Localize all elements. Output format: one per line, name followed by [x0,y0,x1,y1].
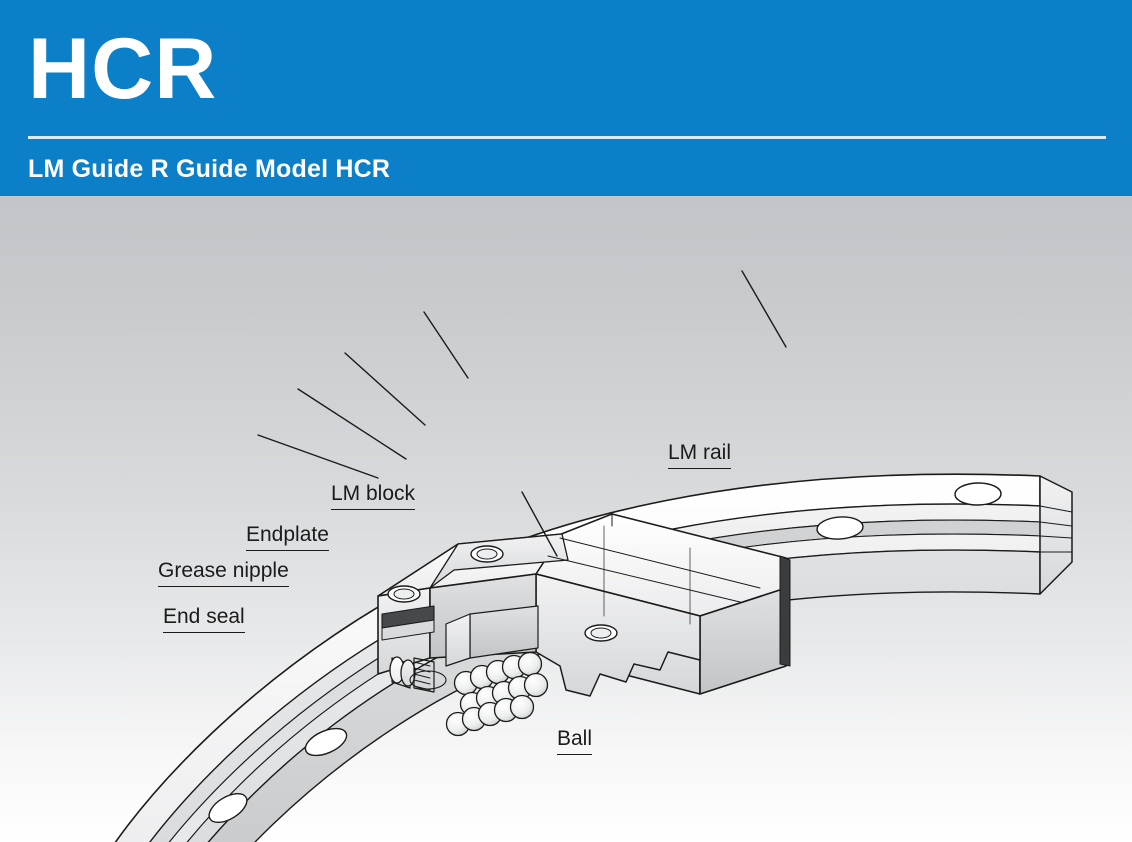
leader-grease-nipple [297,388,407,460]
end-seal-band [381,605,435,641]
ball-chain-group [445,651,549,737]
lm-guide-technical-drawing [114,270,1073,842]
callout-label-lm-rail: LM rail [668,440,732,469]
callout-label-grease-nipple: Grease nipple [158,558,289,587]
ball-row-upper [453,651,543,696]
block-mounting-holes [387,545,618,642]
page-title: HCR [28,21,218,117]
figure-area: LM rail LM block Endplate Grease nipple … [0,196,1132,842]
callout-label-endplate: Endplate [246,522,329,551]
ball-row-lower [445,694,535,737]
page-header: HCR LM Guide R Guide Model HCR [0,0,1132,196]
callout-label-lm-block: LM block [331,481,416,510]
lm-block-assembly [377,513,791,697]
leader-lm-rail [741,270,787,348]
callout-label-end-seal: End seal [163,604,245,633]
callout-label-ball: Ball [557,726,593,755]
page-subtitle: LM Guide R Guide Model HCR [28,155,391,183]
header-divider [28,136,1106,139]
leader-end-seal [257,434,379,479]
callout-leader-lines [257,270,787,557]
grease-nipple [389,656,447,693]
leader-ball [521,491,558,557]
leader-endplate [344,352,426,426]
leader-lm-block [423,311,469,379]
